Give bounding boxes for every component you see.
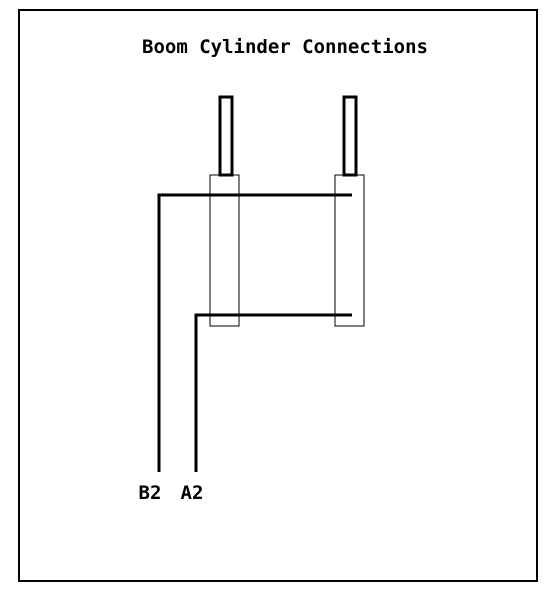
port-label-b2: B2	[139, 482, 162, 504]
a2-hydraulic-line	[194, 313, 352, 472]
port-label-a2: A2	[181, 482, 204, 504]
diagram-title: Boom Cylinder Connections	[142, 36, 428, 58]
diagram-frame	[18, 9, 538, 582]
b2-hydraulic-line	[157, 193, 352, 472]
right-cylinder	[334, 95, 365, 327]
left-cylinder	[209, 95, 240, 327]
right-cylinder-barrel	[334, 174, 365, 327]
left-cylinder-rod	[218, 95, 234, 177]
left-cylinder-barrel	[209, 174, 240, 327]
right-cylinder-rod	[342, 95, 358, 177]
